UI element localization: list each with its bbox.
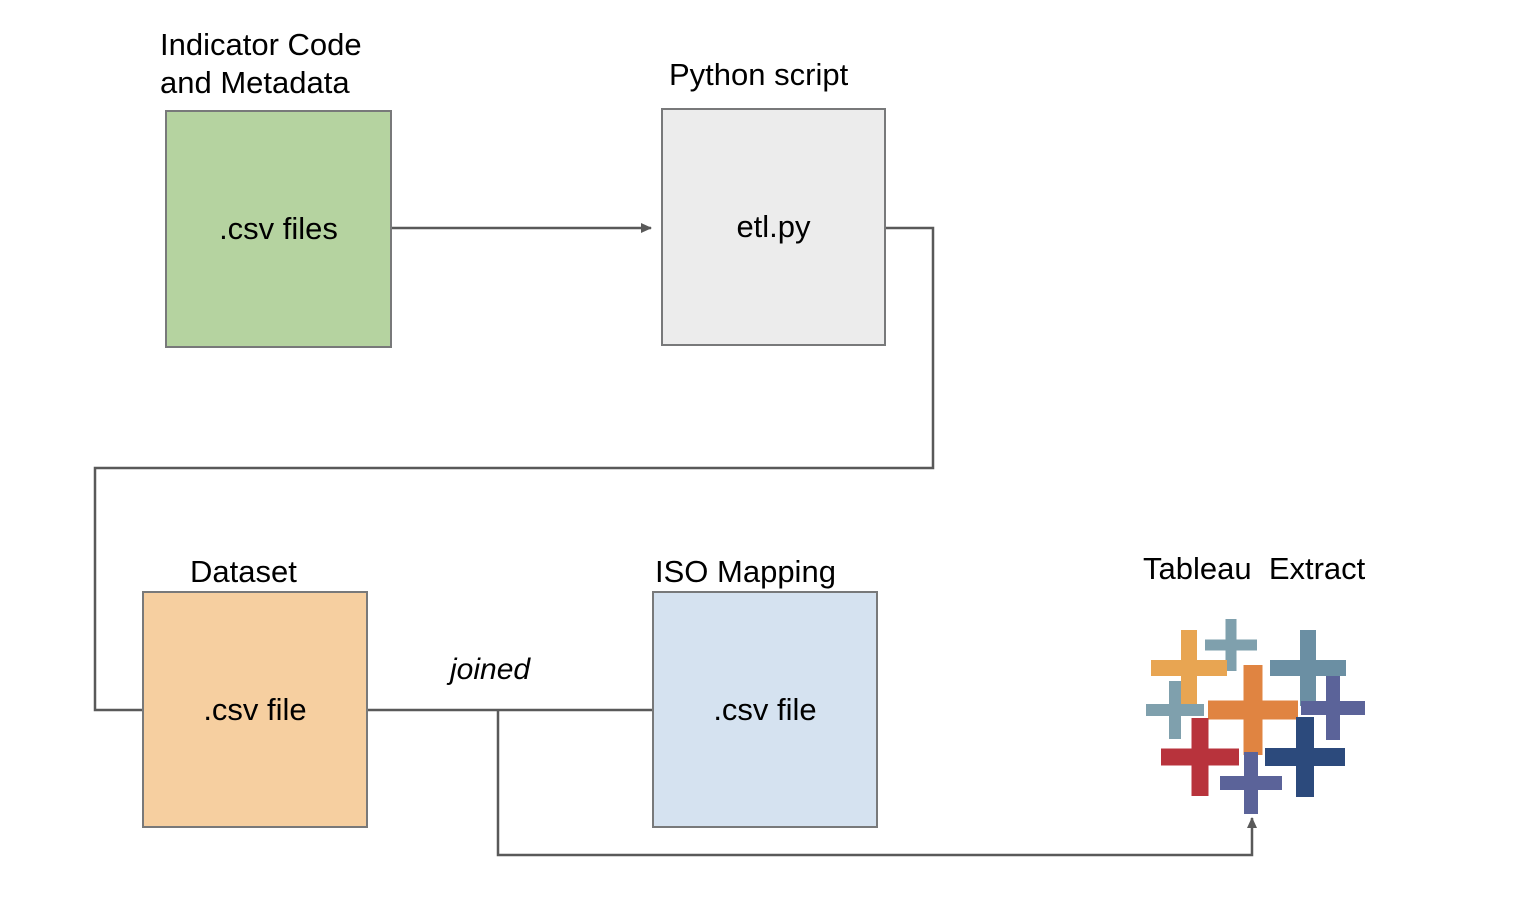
node-box-iso-mapping-text: .csv file <box>713 691 817 727</box>
tableau-cross-teal-small-top <box>1205 619 1257 671</box>
node-box-python-script-text: etl.py <box>736 209 811 244</box>
node-label-dataset: Dataset <box>190 554 297 589</box>
tableau-logo-icon <box>1145 605 1365 820</box>
node-label-iso-mapping: ISO Mapping <box>655 554 836 589</box>
tableau-cross-purple-mid-right <box>1301 676 1365 740</box>
tableau-cross-navy-lower-right <box>1265 717 1345 797</box>
node-box-indicator-text: .csv files <box>219 211 338 246</box>
node-box-dataset-text: .csv file <box>203 691 307 727</box>
tableau-crosses <box>1146 619 1365 814</box>
tableau-cross-orange-center <box>1208 665 1298 755</box>
edge-label-joined: joined <box>450 653 531 686</box>
node-box-indicator[interactable]: .csv files <box>165 110 392 348</box>
tableau-cross-red-lower-left <box>1161 718 1239 796</box>
node-label-python-script: Python script <box>669 57 849 92</box>
node-box-dataset[interactable]: .csv file <box>142 591 368 828</box>
tableau-cross-purple-bottom <box>1220 752 1282 814</box>
tableau-cross-teal-mid-left <box>1146 681 1204 739</box>
tableau-cross-orange-upper-left <box>1151 630 1227 706</box>
tableau-cross-teal-upper-right <box>1270 630 1346 706</box>
node-label-indicator: Indicator Code and Metadata <box>160 27 362 100</box>
node-box-iso-mapping[interactable]: .csv file <box>652 591 878 828</box>
node-label-tableau-extract: Tableau Extract <box>1143 551 1366 586</box>
node-box-python-script[interactable]: etl.py <box>661 108 886 346</box>
